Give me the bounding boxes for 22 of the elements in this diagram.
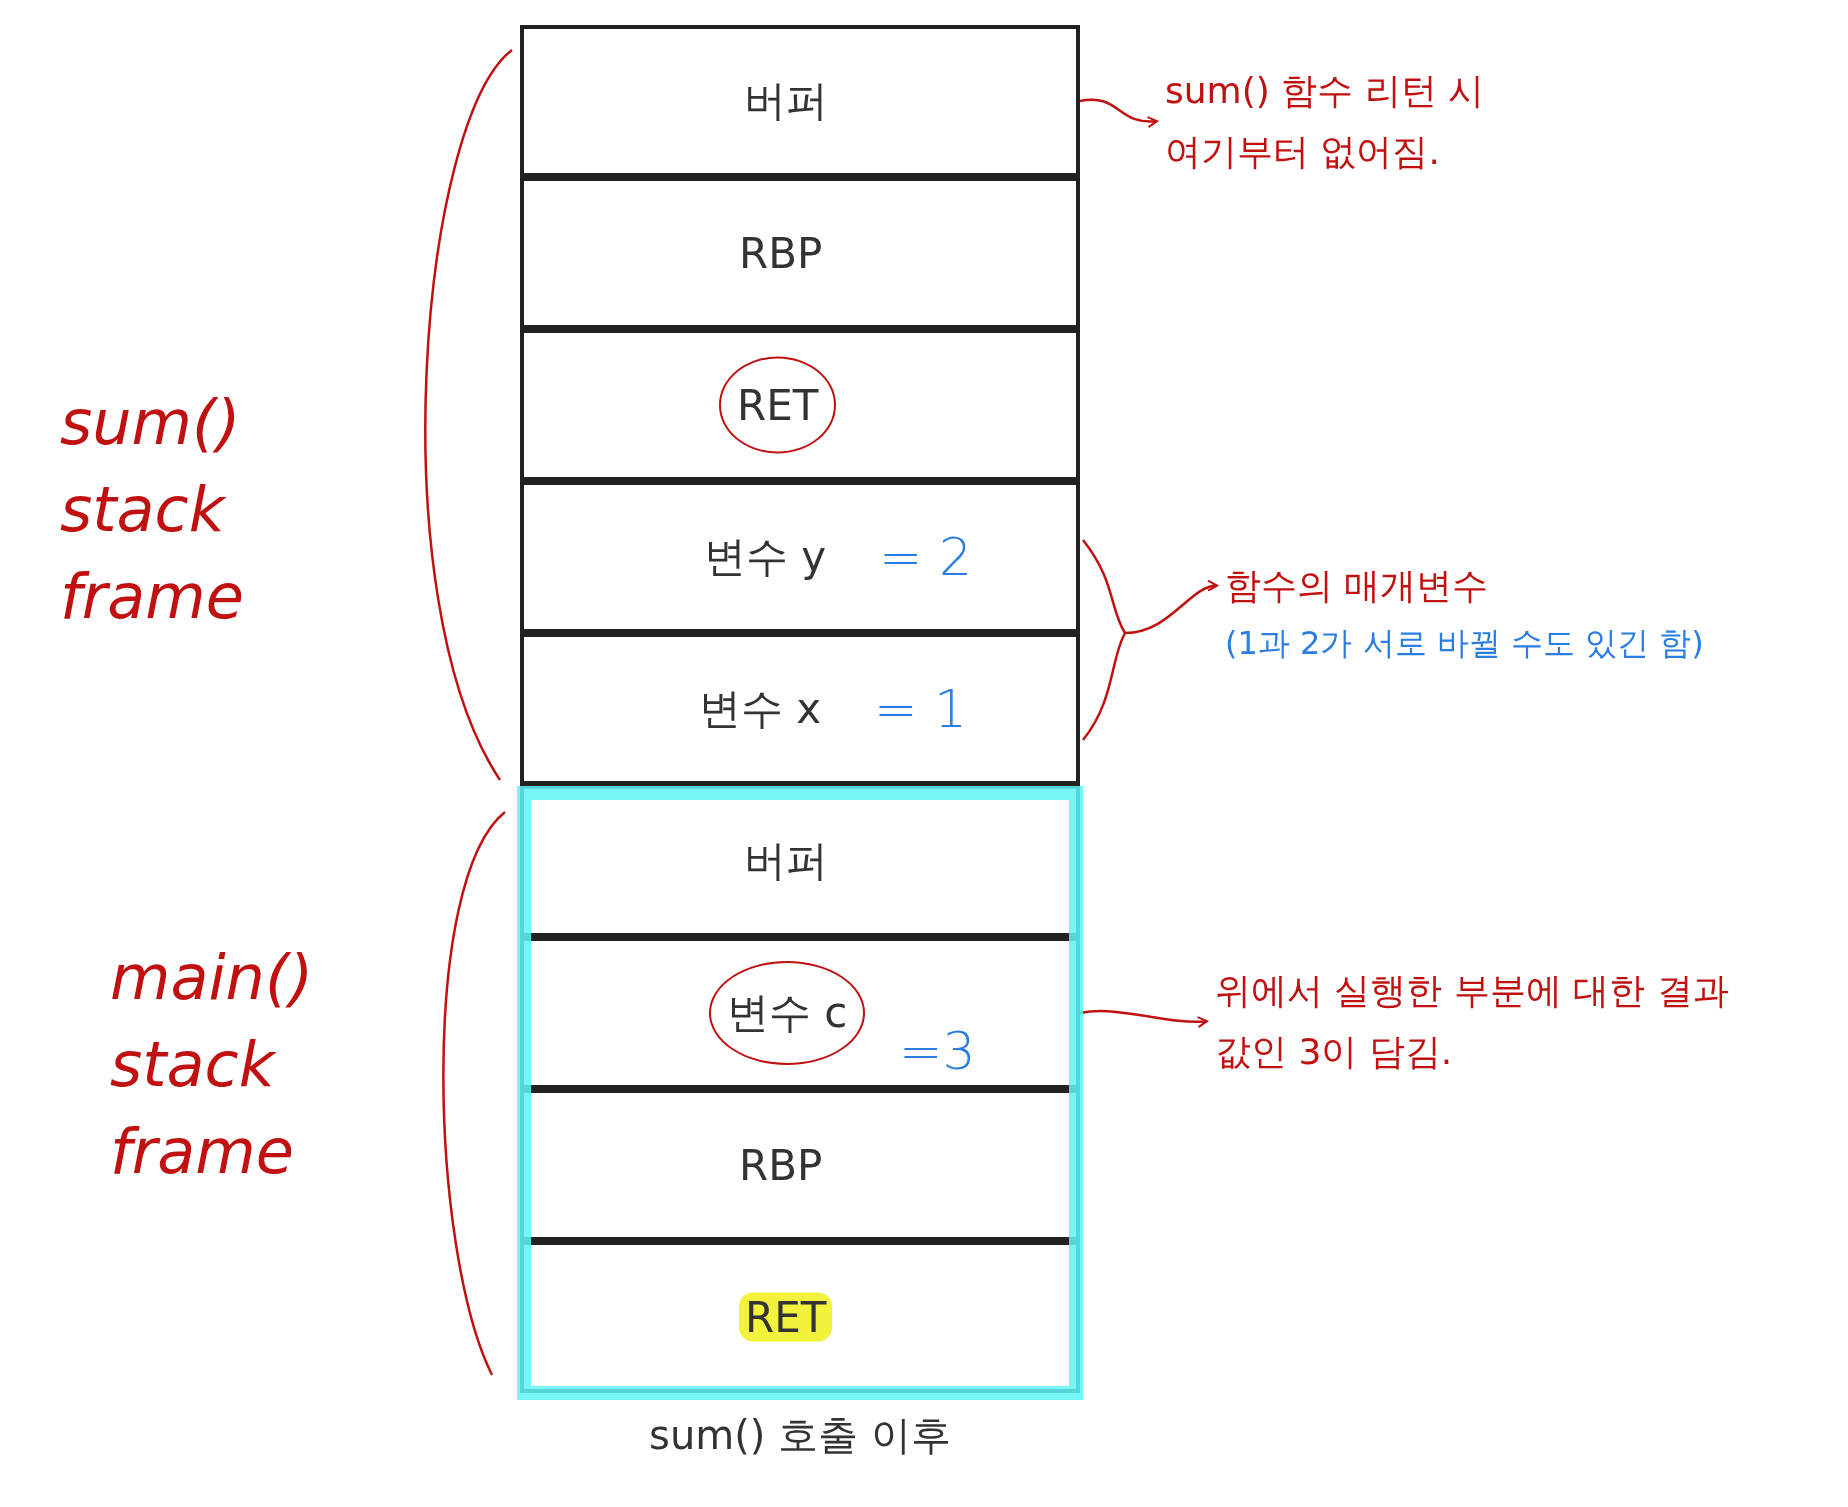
- stack-cell: [520, 25, 1080, 177]
- handwritten-note: 위에서 실행한 부분에 대한 결과 값인 3이 담김.: [1215, 960, 1755, 1083]
- caption: sum() 호출 이후: [648, 1411, 952, 1460]
- cell-label: 버퍼: [744, 835, 828, 887]
- cell-label: RBP: [739, 1140, 823, 1190]
- handwritten-note: sum() 함수 리턴 시 여기부터 없어짐.: [1165, 60, 1495, 183]
- arrow: [1079, 98, 1158, 128]
- cell-label: RET: [739, 1292, 833, 1342]
- handwritten-value: = 1: [874, 679, 968, 739]
- handwritten-aside: (1과 2가 서로 바뀔 수도 있긴 함): [1225, 623, 1705, 665]
- cell-label: 변수 y: [704, 531, 827, 583]
- handwritten-value: =3: [899, 1021, 976, 1081]
- frame-label: sum() stack frame: [60, 385, 245, 635]
- handwritten-value: = 2: [879, 527, 973, 587]
- handwritten-note: 함수의 매개변수: [1225, 564, 1490, 608]
- frame-label: main() stack frame: [110, 940, 315, 1190]
- cell-label: RET: [719, 356, 837, 454]
- cell-label: RBP: [739, 228, 823, 278]
- stack-cell: [520, 633, 1080, 785]
- cell-label: 변수 x: [699, 683, 822, 735]
- cell-label: 변수 c: [709, 961, 866, 1065]
- cell-label: 버퍼: [744, 75, 828, 127]
